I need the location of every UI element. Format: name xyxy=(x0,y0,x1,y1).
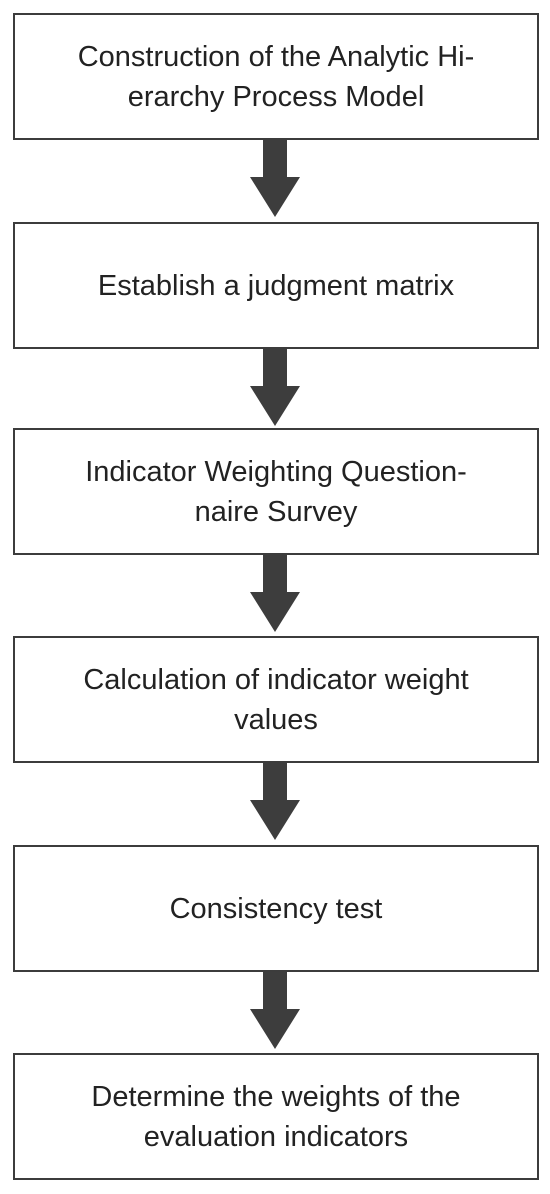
step-box-questionnaire-survey: Indicator Weighting Question- naire Surv… xyxy=(13,428,539,555)
step-label: Consistency test xyxy=(169,892,383,925)
step-label: Determine the weights of the evaluation … xyxy=(91,1080,461,1153)
step-label: Establish a judgment matrix xyxy=(97,269,455,302)
down-arrow-icon xyxy=(250,763,300,840)
down-arrow-icon xyxy=(250,349,300,426)
down-arrow-icon xyxy=(250,972,300,1049)
step-label: Calculation of indicator weight values xyxy=(83,663,469,736)
step-box-judgment-matrix: Establish a judgment matrix xyxy=(13,222,539,349)
step-label: Construction of the Analytic Hi- erarchy… xyxy=(77,40,475,113)
step-box-consistency-test: Consistency test xyxy=(13,845,539,972)
step-box-weight-calculation: Calculation of indicator weight values xyxy=(13,636,539,763)
down-arrow-icon xyxy=(250,555,300,632)
step-label: Indicator Weighting Question- naire Surv… xyxy=(85,455,467,528)
step-box-construct-ahp-model: Construction of the Analytic Hi- erarchy… xyxy=(13,13,539,140)
step-box-determine-weights: Determine the weights of the evaluation … xyxy=(13,1053,539,1180)
down-arrow-icon xyxy=(250,140,300,217)
